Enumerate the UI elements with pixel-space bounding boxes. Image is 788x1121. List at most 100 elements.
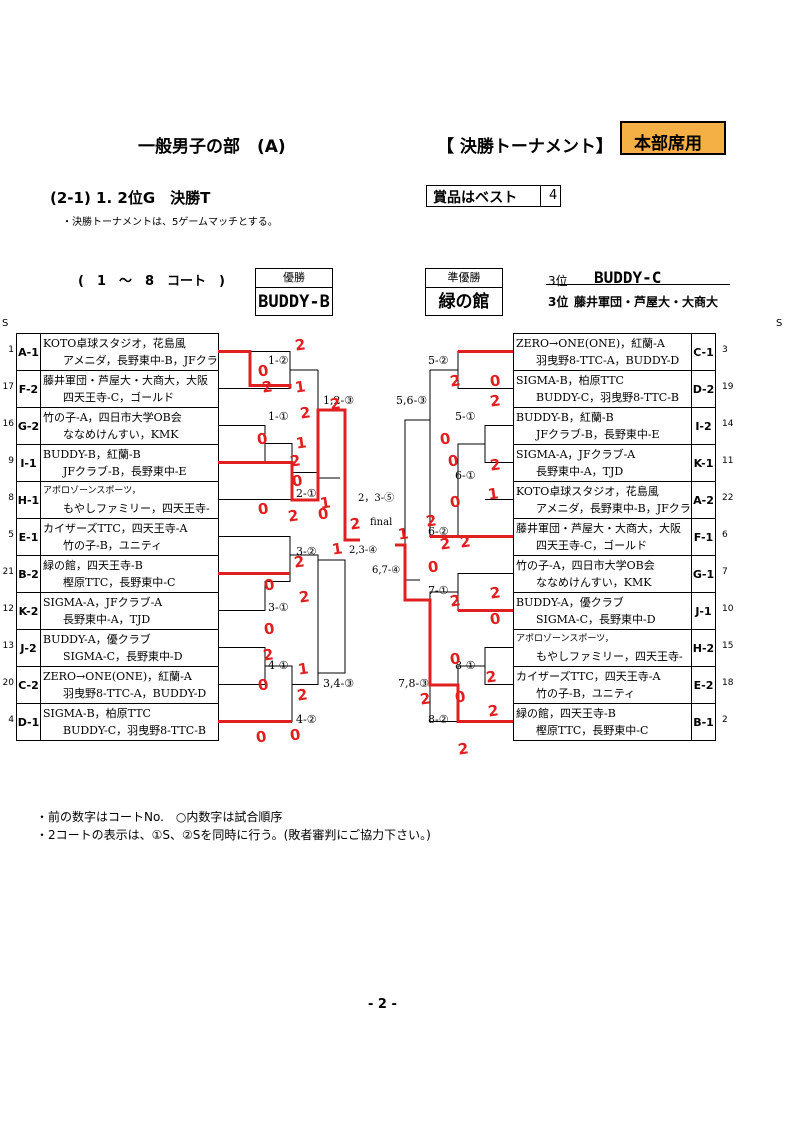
team-line-1: BUDDY-B，紅蘭-B	[43, 448, 141, 461]
team-line-2: 四天王寺-C，ゴールド	[536, 539, 648, 552]
team-row: H-1アポロゾーンスポーツ，ZERO→ONE(ZERO)もやしファミリー，四天王…	[16, 481, 219, 519]
bracket-line	[457, 573, 513, 611]
team-line-1: 藤井軍団・芦屋大・大商大，大阪ナイトクラブ	[516, 522, 681, 535]
team-names: 藤井軍団・芦屋大・大商大，大阪ナイトクラブ四天王寺-C，ゴールド	[40, 370, 219, 408]
team-line-1: KOTO卓球スタジオ，花島風GET's	[43, 337, 186, 350]
team-line-1: SIGMA-A，JFクラブ-A	[43, 596, 163, 609]
right-match-label: 7,8-③	[398, 677, 430, 690]
seed-number: 15	[722, 641, 734, 651]
semi-b-label: 2,3-④	[349, 545, 378, 556]
team-names: SIGMA-A，JFクラブ-A 長野東中-A，TJD	[40, 592, 219, 630]
winner-label: 優勝	[256, 269, 332, 288]
team-line-1: 緑の館，四天王寺-B	[43, 559, 143, 572]
group-code: I-1	[16, 444, 41, 482]
group-code: F-1	[691, 518, 716, 556]
seed-number: 2	[722, 715, 728, 725]
right-match-label: 5,6-③	[396, 394, 428, 407]
team-line-1: カイザーズTTC，四天王寺-A	[516, 670, 661, 683]
team-row: アポロゾーンスポーツ，ZERO→ONE(ZERO) もやしファミリー，四天王寺-D…	[513, 629, 716, 667]
s-label-left: S	[2, 318, 9, 329]
seed-number: 21	[2, 567, 14, 577]
seed-number: 9	[8, 456, 14, 466]
rule-note: ・決勝トーナメントは、5ゲームマッチとする。	[62, 217, 278, 228]
seed-number: 22	[722, 493, 734, 503]
team-line-2: ななめけんすい，KMK	[536, 576, 652, 589]
team-names: 竹の子-A，四日市大学OB会ななめけんすい，KMK	[40, 407, 219, 445]
team-line-2: アメニダ，長野東中-B，JFクラブ-C	[63, 354, 218, 367]
runner-up-box: 準優勝 緑の館	[425, 268, 503, 316]
team-line-2: SIGMA-C，長野東中-D	[536, 613, 656, 626]
team-line-1: BUDDY-A，優クラブ	[516, 596, 624, 609]
team-names: 緑の館，四天王寺-B 樫原TTC，長野東中-C	[513, 703, 692, 741]
right-match-label: 5-①	[455, 410, 476, 423]
left-match-label: 3-②	[296, 545, 317, 558]
winner-path	[218, 408, 360, 542]
team-row: BUDDY-A，優クラブ SIGMA-C，長野東中-D J-1	[513, 592, 716, 630]
footer-note-1: ・前の数字はコートNo. ○内数字は試合順序	[36, 810, 283, 824]
seed-number: 19	[722, 382, 734, 392]
prize-label: 賞品はベスト	[433, 190, 518, 206]
team-line-1: ZERO→ONE(ONE)，紅蘭-A	[516, 337, 665, 350]
group-code: B-1	[691, 703, 716, 741]
seed-number: 16	[2, 419, 14, 429]
team-line-2: 竹の子-B，ユニティ	[536, 687, 636, 700]
seed-number: 20	[2, 678, 14, 688]
team-line-1: SIGMA-B，柏原TTC	[516, 374, 624, 387]
group-code: C-1	[691, 333, 716, 371]
courts-label: ( 1 ～ 8 コート )	[78, 274, 225, 289]
right-match-label: 8-②	[428, 713, 449, 726]
seed-number: 6	[722, 530, 728, 540]
bracket-line	[218, 665, 293, 722]
team-line-2: 樫原TTC，長野東中-C	[536, 724, 649, 737]
right-match-label: 6-②	[428, 525, 449, 538]
left-match-label: 2-①	[296, 487, 317, 500]
team-line-1: 竹の子-A，四日市大学OB会	[43, 411, 182, 424]
runner-up-name: 緑の館	[438, 292, 490, 312]
prize-divider	[540, 186, 541, 206]
left-match-label: 1-①	[268, 410, 289, 423]
team-names: アポロゾーンスポーツ，ZERO→ONE(ZERO)もやしファミリー，四天王寺-D	[40, 481, 219, 519]
right-match-label: 5-②	[428, 354, 449, 367]
right-match-label: 6-①	[455, 469, 476, 482]
seed-number: 17	[2, 382, 14, 392]
runner-up-label: 準優勝	[426, 269, 502, 288]
seed-number: 14	[722, 419, 734, 429]
team-row: KOTO卓球スタジオ，花島風GET'sアメニダ，長野東中-B，JFクラブ-CA-…	[513, 481, 716, 519]
seed-number: 7	[722, 567, 728, 577]
semi-c-label: 6,7-④	[372, 565, 401, 576]
team-line-2: 四天王寺-C，ゴールド	[63, 391, 175, 404]
team-names: アポロゾーンスポーツ，ZERO→ONE(ZERO) もやしファミリー，四天王寺-D	[513, 629, 692, 667]
team-line-1: 緑の館，四天王寺-B	[516, 707, 616, 720]
bracket-line	[218, 536, 291, 611]
team-line-2: アメニダ，長野東中-B，JFクラブ-C	[536, 502, 691, 515]
stage-title: (2-1) 1. 2位G 決勝T	[50, 189, 211, 207]
team-line-2: 樫原TTC，長野東中-C	[63, 576, 176, 589]
team-line-2: 長野東中-A，TJD	[63, 613, 151, 626]
team-line-2: ななめけんすい，KMK	[63, 428, 179, 441]
semi-a-label: 2，3-⑤	[358, 493, 395, 504]
team-line-2: もやしファミリー，四天王寺-D	[536, 650, 683, 663]
team-line-2: JFクラブ-B，長野東中-E	[536, 428, 660, 441]
left-match-label: 3,4-③	[323, 677, 355, 690]
team-line-2: BUDDY-C，羽曳野8-TTC-B	[536, 391, 679, 404]
team-names: 緑の館，四天王寺-B 樫原TTC，長野東中-C	[40, 555, 219, 593]
seed-number: 4	[8, 715, 14, 725]
prize-box: 賞品はベスト 4	[426, 185, 561, 207]
third-2-label: 3位	[548, 295, 569, 309]
team-row: 緑の館，四天王寺-B 樫原TTC，長野東中-C B-1	[513, 703, 716, 741]
team-line-1: アポロゾーンスポーツ，ZERO→ONE(ZERO)	[516, 634, 614, 644]
team-line-1: SIGMA-A，JFクラブ-A	[516, 448, 636, 461]
group-code: J-1	[691, 592, 716, 630]
team-line-1: 竹の子-A，四日市大学OB会	[516, 559, 655, 572]
right-match-label: 8-①	[455, 659, 476, 672]
